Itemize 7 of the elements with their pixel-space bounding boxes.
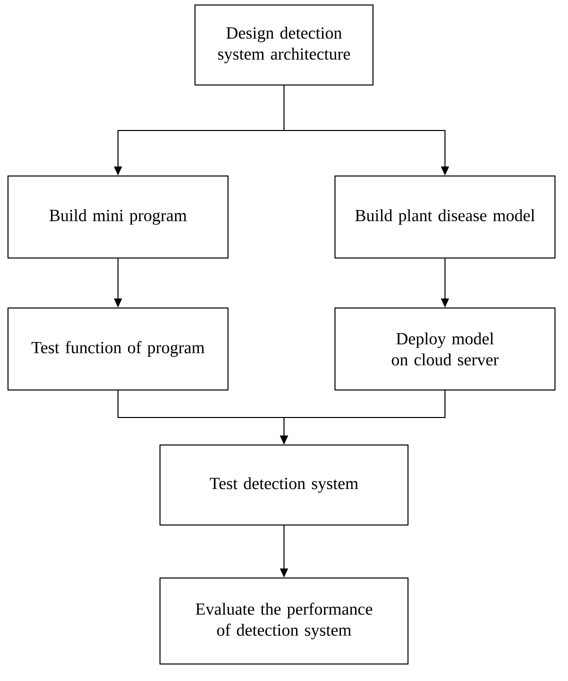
process-box: Deploy model on cloud server [334,308,556,390]
process-box: Evaluate the performance of detection system [160,578,408,664]
process-box: Test detection system [160,444,408,526]
process-box: Test function of program [8,308,228,390]
process-box: Design detection system architecture [194,4,374,86]
process-box: Build plant disease model [334,176,556,258]
process-box: Build mini program [8,176,228,258]
